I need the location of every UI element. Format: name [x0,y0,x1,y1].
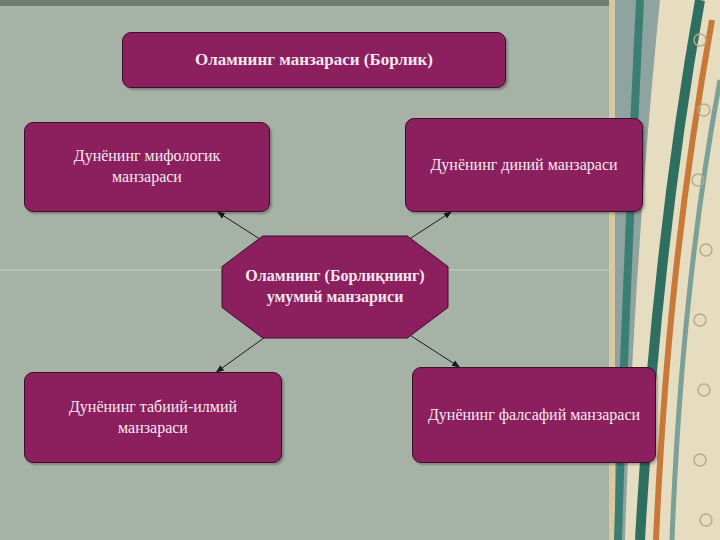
node-label: Дунёнинг табиий-илмий манзараси [25,391,281,445]
concept-box: Дунёнинг фалсафий манзараси [412,367,656,463]
node-label: Дунёнинг мифологик манзараси [25,140,269,194]
concept-box: Дунёнинг диний манзараси [405,118,643,212]
node-label: Оламнинг (Борлиқнинг) умумий манзариси [222,260,448,314]
central-octagon: Оламнинг (Борлиқнинг) умумий манзариси [222,236,448,338]
node-label: Дунёнинг диний манзараси [418,149,629,182]
octagon-outline [222,236,448,338]
arrow-connector [216,338,263,372]
concept-box: Дунёнинг табиий-илмий манзараси [24,372,282,463]
arrow-connector [410,212,451,238]
arrow-connector [218,212,260,239]
arrow-connector [411,336,460,367]
node-label: Дунёнинг фалсафий манзараси [416,399,652,432]
title-box: Оламнинг манзараси (Борлик) [122,32,506,88]
concept-box: Дунёнинг мифологик манзараси [24,122,270,212]
title-text: Оламнинг манзараси (Борлик) [183,43,445,77]
